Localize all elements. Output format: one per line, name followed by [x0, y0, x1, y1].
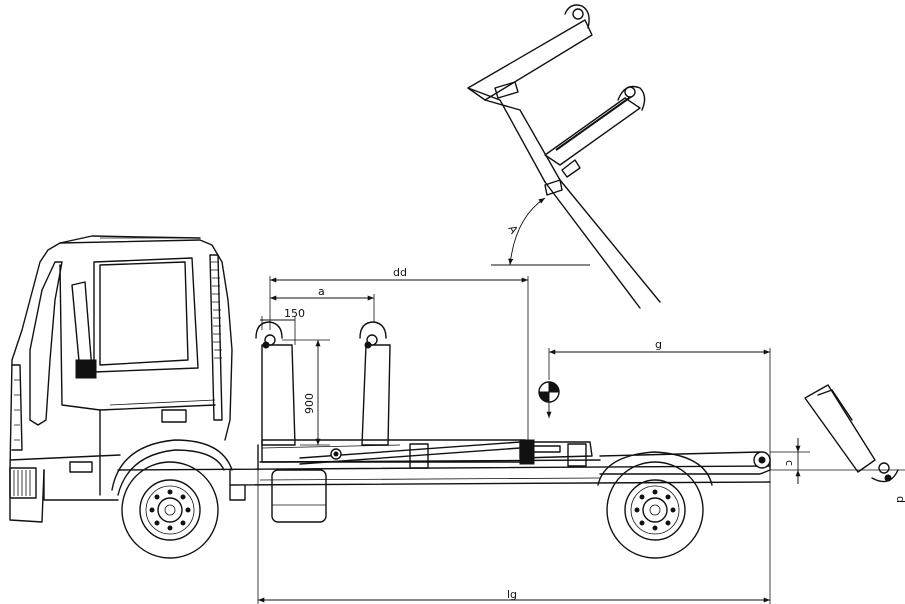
- label-d: d: [894, 496, 905, 503]
- dimension-lg: [257, 470, 770, 604]
- center-of-gravity-symbol: [538, 381, 560, 418]
- truck-cab: [9, 235, 233, 523]
- hooklift-arm-stowed: [255, 321, 771, 469]
- dimension-g: [548, 348, 771, 604]
- label-c: c: [783, 460, 796, 466]
- label-g: g: [655, 338, 662, 351]
- angle-indicator: [491, 197, 590, 266]
- dimension-dd: [269, 276, 529, 440]
- dimension-900: [282, 339, 330, 446]
- front-wheel: [121, 461, 219, 559]
- dimension-c: [770, 438, 905, 484]
- dimension-a: [270, 294, 375, 322]
- label-a: a: [318, 285, 325, 298]
- label-900: 900: [303, 393, 316, 414]
- cab-rear-grille: [209, 254, 223, 421]
- hooklift-arm-detail: [804, 384, 899, 483]
- label-150: 150: [284, 307, 305, 320]
- label-angle-a: A: [505, 223, 520, 236]
- label-dd: dd: [393, 266, 407, 279]
- rear-wheel: [597, 451, 713, 559]
- label-lg: lg: [507, 588, 517, 601]
- hooklift-arm-raised: [467, 4, 661, 309]
